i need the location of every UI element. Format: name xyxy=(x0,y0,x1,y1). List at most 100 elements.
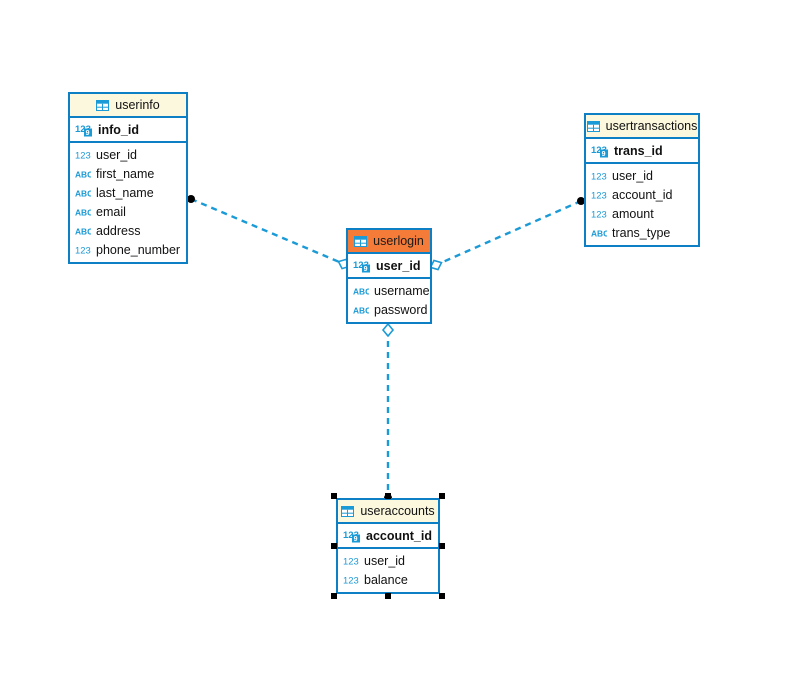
svg-text:ABC: ABC xyxy=(353,286,369,296)
relationship-line xyxy=(190,197,345,266)
column-row[interactable]: 123 user_id xyxy=(586,166,698,185)
column-row[interactable]: ABC first_name xyxy=(70,164,186,183)
abc-icon: ABC xyxy=(75,226,91,236)
entity-header-usertransactions[interactable]: usertransactions xyxy=(586,115,698,139)
column-row[interactable]: 123 phone_number xyxy=(70,240,186,259)
entity-title: useraccounts xyxy=(360,504,435,518)
relationship-endpoint-dot xyxy=(187,195,195,203)
entity-title: userlogin xyxy=(373,234,424,248)
abc-icon: ABC xyxy=(75,188,91,198)
relationship-line xyxy=(435,199,582,267)
svg-text:ABC: ABC xyxy=(75,188,91,198)
column-label: user_id xyxy=(364,553,405,568)
entity-title: userinfo xyxy=(115,98,160,112)
relationship-userlogin-to-useraccounts[interactable] xyxy=(381,322,395,502)
abc-icon: ABC xyxy=(353,286,369,296)
svg-text:ABC: ABC xyxy=(353,305,369,315)
relationship-endpoint-diamond xyxy=(381,322,395,338)
abc-icon: ABC xyxy=(591,228,607,238)
table-icon xyxy=(354,235,368,247)
number-icon: 123 xyxy=(75,149,91,160)
column-row[interactable]: 123 user_id xyxy=(338,551,438,570)
abc-icon: ABC xyxy=(75,207,91,217)
svg-text:123: 123 xyxy=(343,574,359,585)
column-label: phone_number xyxy=(96,242,181,257)
entity-header-useraccounts[interactable]: useraccounts xyxy=(338,500,438,524)
primary-key-label: info_id xyxy=(98,122,139,137)
column-row[interactable]: ABC last_name xyxy=(70,183,186,202)
svg-text:ABC: ABC xyxy=(591,228,607,238)
primary-key-label: user_id xyxy=(376,258,421,273)
table-icon xyxy=(586,120,600,132)
table-icon xyxy=(341,505,355,517)
table-icon xyxy=(96,99,110,111)
svg-text:123: 123 xyxy=(591,145,607,156)
column-label: last_name xyxy=(96,185,154,200)
svg-text:123: 123 xyxy=(75,244,91,255)
column-label: trans_type xyxy=(612,225,671,240)
column-label: amount xyxy=(612,206,654,221)
abc-icon: ABC xyxy=(353,305,369,315)
primary-key-label: trans_id xyxy=(614,143,663,158)
number-icon: 123 xyxy=(591,208,607,219)
column-row[interactable]: ABC trans_type xyxy=(586,223,698,242)
column-row[interactable]: ABC email xyxy=(70,202,186,221)
svg-text:123: 123 xyxy=(75,124,91,135)
svg-text:9: 9 xyxy=(602,151,606,158)
svg-text:123: 123 xyxy=(591,170,607,181)
svg-text:123: 123 xyxy=(343,555,359,566)
svg-text:9: 9 xyxy=(364,266,368,273)
svg-text:123: 123 xyxy=(591,208,607,219)
number-icon: 123 xyxy=(591,189,607,200)
column-label: address xyxy=(96,223,141,238)
svg-text:ABC: ABC xyxy=(75,207,91,217)
column-label: balance xyxy=(364,572,408,587)
svg-text:9: 9 xyxy=(354,536,358,543)
svg-text:123: 123 xyxy=(343,530,359,541)
svg-text:9: 9 xyxy=(86,130,90,137)
column-list: 123 user_id 123 balance xyxy=(338,549,438,592)
column-label: first_name xyxy=(96,166,155,181)
column-row[interactable]: ABC address xyxy=(70,221,186,240)
column-row[interactable]: 123 account_id xyxy=(586,185,698,204)
entity-header-userlogin[interactable]: userlogin xyxy=(348,230,430,254)
column-label: account_id xyxy=(612,187,673,202)
column-label: email xyxy=(96,204,126,219)
column-row[interactable]: ABC password xyxy=(348,300,430,319)
primary-key-label: account_id xyxy=(366,528,432,543)
column-row[interactable]: 123 balance xyxy=(338,570,438,589)
svg-text:ABC: ABC xyxy=(75,226,91,236)
entity-title: usertransactions xyxy=(605,119,698,133)
column-row[interactable]: ABC username xyxy=(348,281,430,300)
column-label: username xyxy=(374,283,430,298)
relationship-userinfo-to-userlogin[interactable] xyxy=(187,195,351,271)
number-icon: 123 xyxy=(343,555,359,566)
column-row[interactable]: 123 amount xyxy=(586,204,698,223)
column-label: password xyxy=(374,302,428,317)
column-label: user_id xyxy=(612,168,653,183)
entity-header-userinfo[interactable]: userinfo xyxy=(70,94,186,118)
number-icon: 123 xyxy=(591,170,607,181)
relationship-usertransactions-to-userlogin[interactable] xyxy=(428,197,585,272)
number-icon: 123 xyxy=(343,574,359,585)
svg-text:123: 123 xyxy=(75,149,91,160)
svg-text:ABC: ABC xyxy=(75,169,91,179)
svg-text:123: 123 xyxy=(591,189,607,200)
